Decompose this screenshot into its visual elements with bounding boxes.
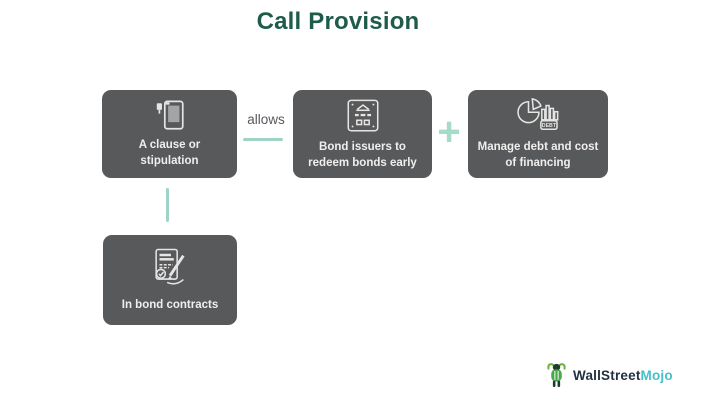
contracts-box: In bond contracts bbox=[103, 235, 237, 325]
manage-box: DEBT Manage debt and cost of financing bbox=[468, 90, 608, 178]
contract-signing-icon bbox=[149, 247, 191, 293]
plus-sign: + bbox=[437, 110, 461, 154]
manage-box-label: Manage debt and cost of financing bbox=[477, 140, 599, 169]
contracts-box-label: In bond contracts bbox=[121, 298, 219, 311]
wallstreetmojo-logo: WallStreetMojo bbox=[546, 358, 673, 392]
allows-label: allows bbox=[247, 112, 285, 127]
debt-pie-chart-icon: DEBT bbox=[515, 97, 561, 135]
logo-text-primary: WallStreet bbox=[573, 367, 641, 383]
issuers-box-label: Bond issuers to redeem bonds early bbox=[308, 140, 417, 169]
clause-box: A clause or stipulation bbox=[102, 90, 237, 178]
document-stamp-icon bbox=[151, 99, 189, 133]
logo-wordmark: WallStreetMojo bbox=[573, 368, 673, 383]
page-title: Call Provision bbox=[256, 8, 420, 35]
debt-tag-label: DEBT bbox=[542, 123, 557, 129]
vertical-connector-line bbox=[166, 188, 169, 222]
logo-text-accent: Mojo bbox=[640, 367, 673, 383]
issuers-box: Bond issuers to redeem bonds early bbox=[293, 90, 432, 178]
clause-box-label: A clause or stipulation bbox=[138, 138, 201, 167]
bond-certificate-icon bbox=[344, 97, 382, 135]
horizontal-connector-line bbox=[243, 138, 283, 141]
bull-icon bbox=[546, 360, 567, 390]
